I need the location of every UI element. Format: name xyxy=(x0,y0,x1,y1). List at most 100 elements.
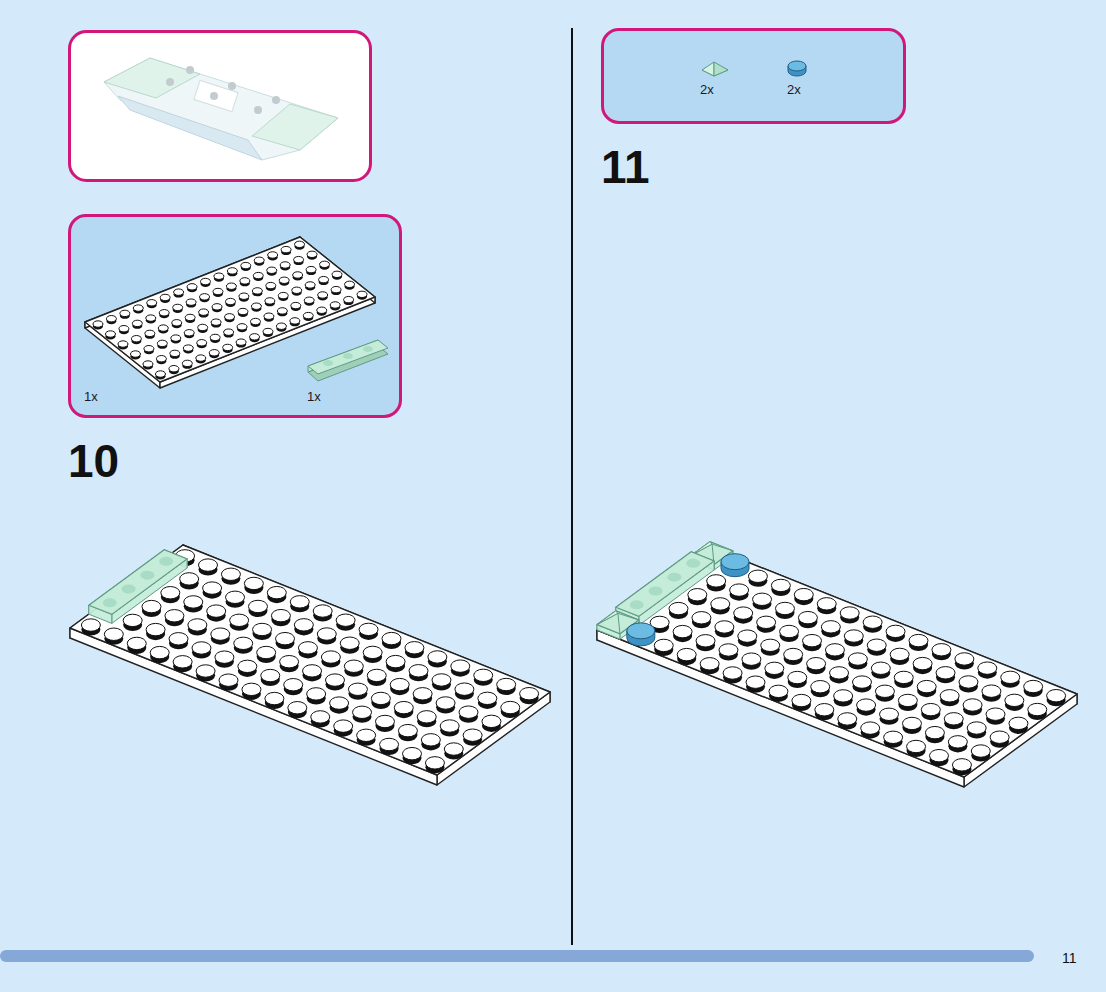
brick-shape xyxy=(291,302,301,308)
brick-shape xyxy=(692,612,711,624)
brick-shape xyxy=(158,325,168,331)
brick-shape xyxy=(321,651,340,663)
brick-shape xyxy=(990,731,1009,743)
brick-shape xyxy=(305,282,315,288)
transparent-tile xyxy=(616,552,714,626)
brick-shape xyxy=(925,726,944,738)
brick-shape xyxy=(320,261,330,267)
brick-shape xyxy=(719,644,738,656)
brick-shape xyxy=(982,685,1001,697)
brick-shape xyxy=(103,598,117,607)
brick-shape xyxy=(875,685,894,697)
brick-shape xyxy=(771,579,790,591)
brick-shape xyxy=(185,314,195,320)
brick-shape xyxy=(428,651,447,663)
brick-shape xyxy=(930,749,949,761)
brick-shape xyxy=(478,692,497,704)
brick-shape xyxy=(738,630,757,642)
round-tile xyxy=(788,61,806,76)
brick-shape xyxy=(238,660,257,672)
brick-shape xyxy=(281,246,291,252)
brick-shape xyxy=(265,692,284,704)
brick-shape xyxy=(363,646,382,658)
brick-shape xyxy=(123,614,142,626)
brick-shape xyxy=(293,272,303,278)
brick-shape xyxy=(313,605,332,617)
brick-shape xyxy=(669,602,688,614)
brick-shape xyxy=(173,656,192,668)
brick-shape xyxy=(959,676,978,688)
brick-shape xyxy=(1028,703,1047,715)
brick-shape xyxy=(597,611,618,625)
brick-shape xyxy=(417,711,436,723)
part-tile xyxy=(308,340,388,381)
brick-shape xyxy=(161,587,180,599)
brick-shape xyxy=(432,674,451,686)
brick-shape xyxy=(711,598,730,610)
brick-shape xyxy=(268,252,278,258)
brick-shape xyxy=(264,313,274,319)
brick-shape xyxy=(746,676,765,688)
studs xyxy=(93,241,367,379)
brick-shape xyxy=(794,588,813,600)
brick-shape xyxy=(240,278,250,284)
brick-shape xyxy=(884,731,903,743)
brick-shape xyxy=(618,613,639,620)
brick-shape xyxy=(382,632,401,644)
brick-shape xyxy=(474,669,493,681)
brick-shape xyxy=(734,607,753,619)
brick-shape xyxy=(769,685,788,697)
brick-shape xyxy=(89,550,187,615)
brick-shape xyxy=(940,690,959,702)
brick-shape xyxy=(198,324,208,330)
brick-shape xyxy=(363,346,373,352)
part-quantity: 2x xyxy=(700,82,714,97)
brick-shape xyxy=(224,329,234,335)
brick-shape xyxy=(144,346,154,352)
brick-shape xyxy=(209,350,219,356)
brick-shape xyxy=(907,740,926,752)
brick-shape xyxy=(936,667,955,679)
brick-shape xyxy=(803,634,822,646)
brick-shape xyxy=(788,671,807,683)
brick-shape xyxy=(963,699,982,711)
brick-shape xyxy=(898,694,917,706)
brick-shape xyxy=(146,623,165,635)
brick-shape xyxy=(253,272,263,278)
brick-shape xyxy=(238,308,248,314)
brick-shape xyxy=(267,267,277,273)
brick-shape xyxy=(290,596,309,608)
brick-shape xyxy=(271,609,290,621)
brick-shape xyxy=(147,300,157,306)
brick-shape xyxy=(1001,671,1020,683)
brick-shape xyxy=(200,294,210,300)
brick-shape xyxy=(775,602,794,614)
brick-shape xyxy=(132,320,142,326)
brick-shape xyxy=(267,586,286,598)
brick-shape xyxy=(413,688,432,700)
brick-shape xyxy=(122,585,136,594)
brick-shape xyxy=(871,662,890,674)
brick-shape xyxy=(978,662,997,674)
brick-shape xyxy=(244,577,263,589)
brick-shape xyxy=(182,360,192,366)
brick-shape xyxy=(715,621,734,633)
footer-bar xyxy=(0,950,1034,962)
brick-shape xyxy=(250,334,260,340)
brick-shape xyxy=(817,598,836,610)
brick-shape xyxy=(353,706,372,718)
base-plate xyxy=(597,547,1077,787)
studs xyxy=(81,550,538,774)
brick-shape xyxy=(234,637,253,649)
part-quantity: 2x xyxy=(787,82,801,97)
brick-shape xyxy=(630,600,644,609)
brick-shape xyxy=(304,297,314,303)
brick-shape xyxy=(155,371,165,377)
brick-shape xyxy=(838,713,857,725)
brick-shape xyxy=(359,623,378,635)
brick-shape xyxy=(277,308,287,314)
brick-shape xyxy=(276,323,286,329)
brick-shape xyxy=(1009,717,1028,729)
brick-shape xyxy=(252,288,262,294)
brick-shape xyxy=(223,344,233,350)
